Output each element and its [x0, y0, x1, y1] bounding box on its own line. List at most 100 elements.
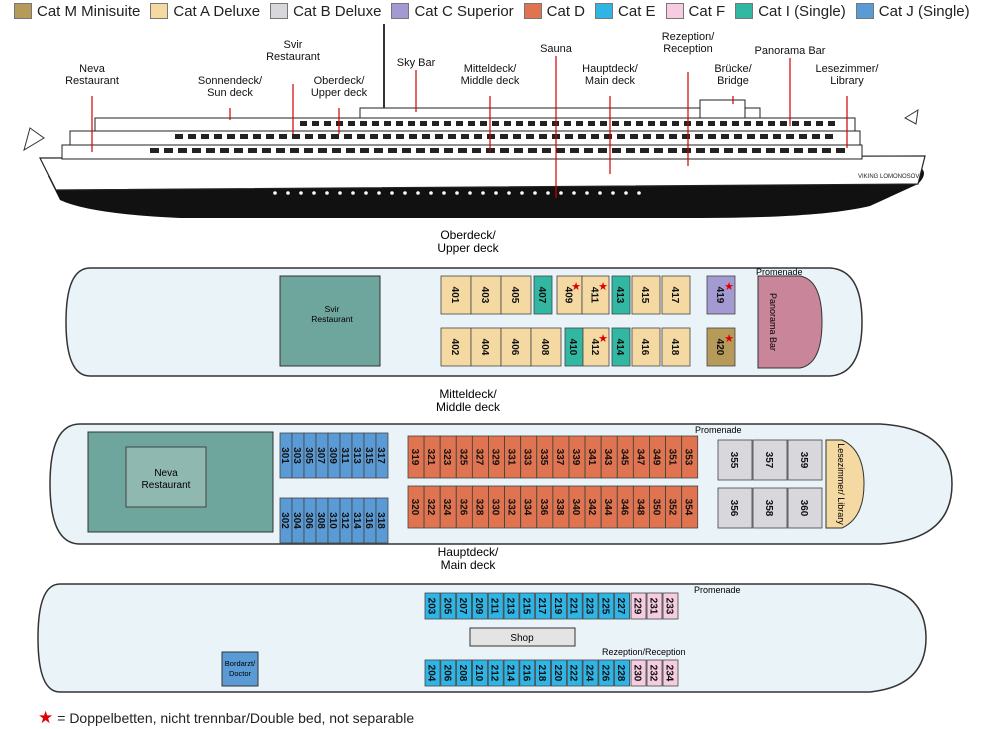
cabin-number: 416	[639, 339, 650, 356]
cabin-216: 216	[519, 659, 536, 687]
cabin-number: 360	[798, 500, 809, 517]
cabin-box	[487, 659, 504, 687]
window	[248, 148, 257, 153]
cabin-number: 229	[632, 598, 643, 615]
cabin-number: 318	[375, 512, 386, 529]
legend-swatch	[391, 3, 410, 19]
window	[458, 148, 467, 153]
window	[721, 134, 729, 139]
cabin-box	[631, 275, 661, 315]
cabin-number: 306	[303, 512, 314, 529]
cabin-number: 305	[303, 447, 314, 464]
window	[539, 134, 547, 139]
window	[630, 134, 638, 139]
cabin-354: 354	[681, 485, 699, 529]
cabin-box	[456, 592, 473, 620]
cabin-number: 332	[506, 499, 517, 516]
cabin-number: 412	[589, 339, 600, 356]
window	[612, 121, 619, 126]
window	[332, 148, 341, 153]
cabin-number: 223	[584, 598, 595, 615]
cabin-number: 338	[554, 499, 565, 516]
window	[720, 121, 727, 126]
callout-reception-text: Reception	[663, 43, 713, 55]
window	[435, 134, 443, 139]
cabin-box	[471, 659, 488, 687]
cabin-box	[440, 659, 457, 687]
window	[744, 121, 751, 126]
porthole	[572, 191, 576, 195]
cabin-number: 359	[798, 452, 809, 469]
window	[188, 134, 196, 139]
cabin-number: 355	[728, 452, 739, 469]
cabin-number: 217	[536, 598, 547, 615]
doctor-label-1: Bordarzt/	[225, 659, 256, 668]
window	[360, 121, 367, 126]
window	[640, 148, 649, 153]
window	[760, 134, 768, 139]
cabin-number: 418	[669, 339, 680, 356]
cabin-220: 220	[551, 659, 567, 687]
window	[318, 134, 326, 139]
cabin-box	[646, 659, 663, 687]
cabin-number: 206	[441, 665, 452, 682]
library-area	[825, 439, 865, 529]
legend-swatch	[665, 3, 684, 19]
window	[500, 148, 509, 153]
window	[668, 148, 677, 153]
window	[432, 121, 439, 126]
window	[738, 148, 747, 153]
cabin-215: 215	[519, 592, 536, 620]
cabin-number: 220	[552, 665, 563, 682]
callout-upper-text: Oberdeck/	[314, 75, 366, 87]
cabin-205: 205	[440, 592, 457, 620]
callout-main-text: Hauptdeck/	[582, 63, 639, 75]
neva-restaurant-core	[125, 446, 207, 508]
cabin-number: 315	[363, 447, 374, 464]
library-label: Lesezimmer/ Library	[836, 443, 846, 525]
legend-label: Cat C Superior	[414, 2, 514, 20]
cabin-number: 207	[457, 598, 468, 615]
window	[304, 148, 313, 153]
porthole	[273, 191, 277, 195]
window	[695, 134, 703, 139]
cabin-305: 305	[303, 432, 317, 479]
cabin-box	[581, 275, 610, 315]
cabin-number: 411	[589, 287, 600, 304]
cabin-414: 414	[611, 327, 631, 367]
window	[240, 134, 248, 139]
cabin-224: 224	[582, 659, 599, 687]
window	[600, 121, 607, 126]
cabin-303: 303	[291, 432, 305, 479]
cabin-356: 356	[717, 487, 753, 529]
cabin-222: 222	[566, 659, 583, 687]
cabin-number: 402	[449, 339, 460, 356]
main-deck-plan: Hauptdeck/ Main deck Shop Bordarzt/ Doct…	[37, 545, 927, 693]
window	[708, 134, 716, 139]
ship-name: VIKING LOMONOSOV	[858, 174, 919, 180]
window	[617, 134, 625, 139]
cabin-number: 414	[614, 339, 625, 356]
window	[786, 134, 794, 139]
middle-deck-title-1: Mitteldeck/	[439, 387, 497, 401]
cabin-number: 317	[375, 447, 386, 464]
cabin-box	[530, 327, 562, 367]
callout-library-text: Lesezimmer/	[816, 63, 880, 75]
window	[331, 134, 339, 139]
porthole	[403, 191, 407, 195]
cabin-419: 419★	[706, 275, 736, 315]
cabin-number: 209	[473, 598, 484, 615]
window	[178, 148, 187, 153]
legend-label: Cat E	[618, 2, 656, 20]
callout-neva-text: Neva	[79, 63, 106, 75]
window	[792, 121, 799, 126]
cabin-number: 331	[506, 449, 517, 466]
cabin-231: 231	[646, 592, 663, 620]
cabin-212: 212	[487, 659, 504, 687]
legend-label: Cat J (Single)	[878, 2, 970, 20]
cabin-number: 311	[339, 447, 350, 464]
window	[708, 121, 715, 126]
window	[456, 121, 463, 126]
